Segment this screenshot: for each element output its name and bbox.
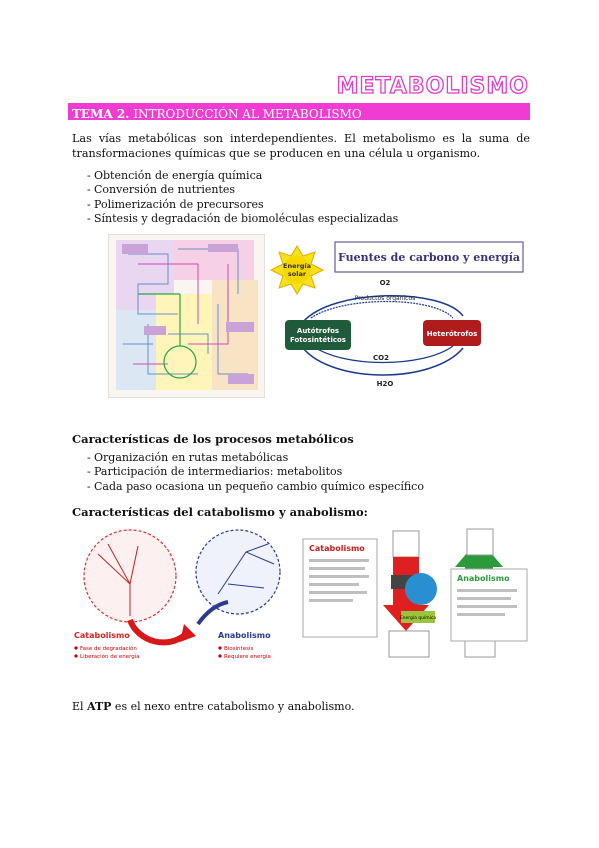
energy-label: Energía química bbox=[400, 614, 437, 621]
atp-term: ATP bbox=[87, 700, 112, 713]
metabolism-functions-list: Obtención de energía química Conversión … bbox=[72, 169, 398, 227]
list-item: Participación de intermediarios: metabol… bbox=[72, 465, 424, 480]
list-item: Conversión de nutrientes bbox=[72, 183, 398, 198]
cat-item: Liberación de energía bbox=[80, 653, 140, 660]
tema-number: TEMA 2. bbox=[72, 107, 130, 121]
organic-products-label: Productos orgánicos bbox=[355, 295, 416, 302]
processes-list: Organización en rutas metabólicas Partic… bbox=[72, 451, 424, 495]
o2-label: O2 bbox=[380, 279, 391, 287]
list-item: Polimerización de precursores bbox=[72, 198, 398, 213]
ana-item: Requiere energía bbox=[224, 653, 271, 660]
list-item: Organización en rutas metabólicas bbox=[72, 451, 424, 466]
metabolic-map-figure bbox=[108, 234, 265, 398]
section-heading-processes: Características de los procesos metabóli… bbox=[72, 432, 354, 446]
section-bar: TEMA 2. INTRODUCCIÓN AL METABOLISMO bbox=[68, 103, 530, 121]
anabolism-label: Anabolismo bbox=[218, 631, 271, 640]
co2-label: CO2 bbox=[373, 354, 389, 362]
flow-anabolism-label: Anabolismo bbox=[457, 574, 510, 583]
energy-figure-title: Fuentes de carbono y energía bbox=[338, 251, 520, 264]
list-item: Cada paso ocasiona un pequeño cambio quí… bbox=[72, 480, 424, 495]
list-item: Síntesis y degradación de biomoléculas e… bbox=[72, 212, 398, 227]
h2o-label: H2O bbox=[377, 380, 394, 388]
cat-item: Fase de degradación bbox=[80, 645, 137, 652]
list-item: Obtención de energía química bbox=[72, 169, 398, 184]
flow-catabolism-label: Catabolismo bbox=[309, 544, 365, 553]
intro-paragraph: Las vías metabólicas son interdependient… bbox=[72, 132, 530, 160]
section-heading: INTRODUCCIÓN AL METABOLISMO bbox=[133, 107, 362, 121]
ana-item: Biosíntesis bbox=[224, 645, 253, 652]
footer-sentence: El ATP es el nexo entre catabolismo y an… bbox=[72, 700, 355, 713]
heterotrophs-label: Heterótrofos bbox=[427, 330, 478, 338]
page-title: METABOLISMO bbox=[336, 73, 529, 99]
section-heading-catabolism: Características del catabolismo y anabol… bbox=[72, 505, 368, 519]
catabolism-label: Catabolismo bbox=[74, 631, 130, 640]
catabolism-anabolism-cycle-figure: Catabolismo Fase de degradación Liberaci… bbox=[74, 529, 281, 660]
catabolism-anabolism-flow-figure: Catabolismo Energía química Anabolismo bbox=[302, 528, 528, 658]
